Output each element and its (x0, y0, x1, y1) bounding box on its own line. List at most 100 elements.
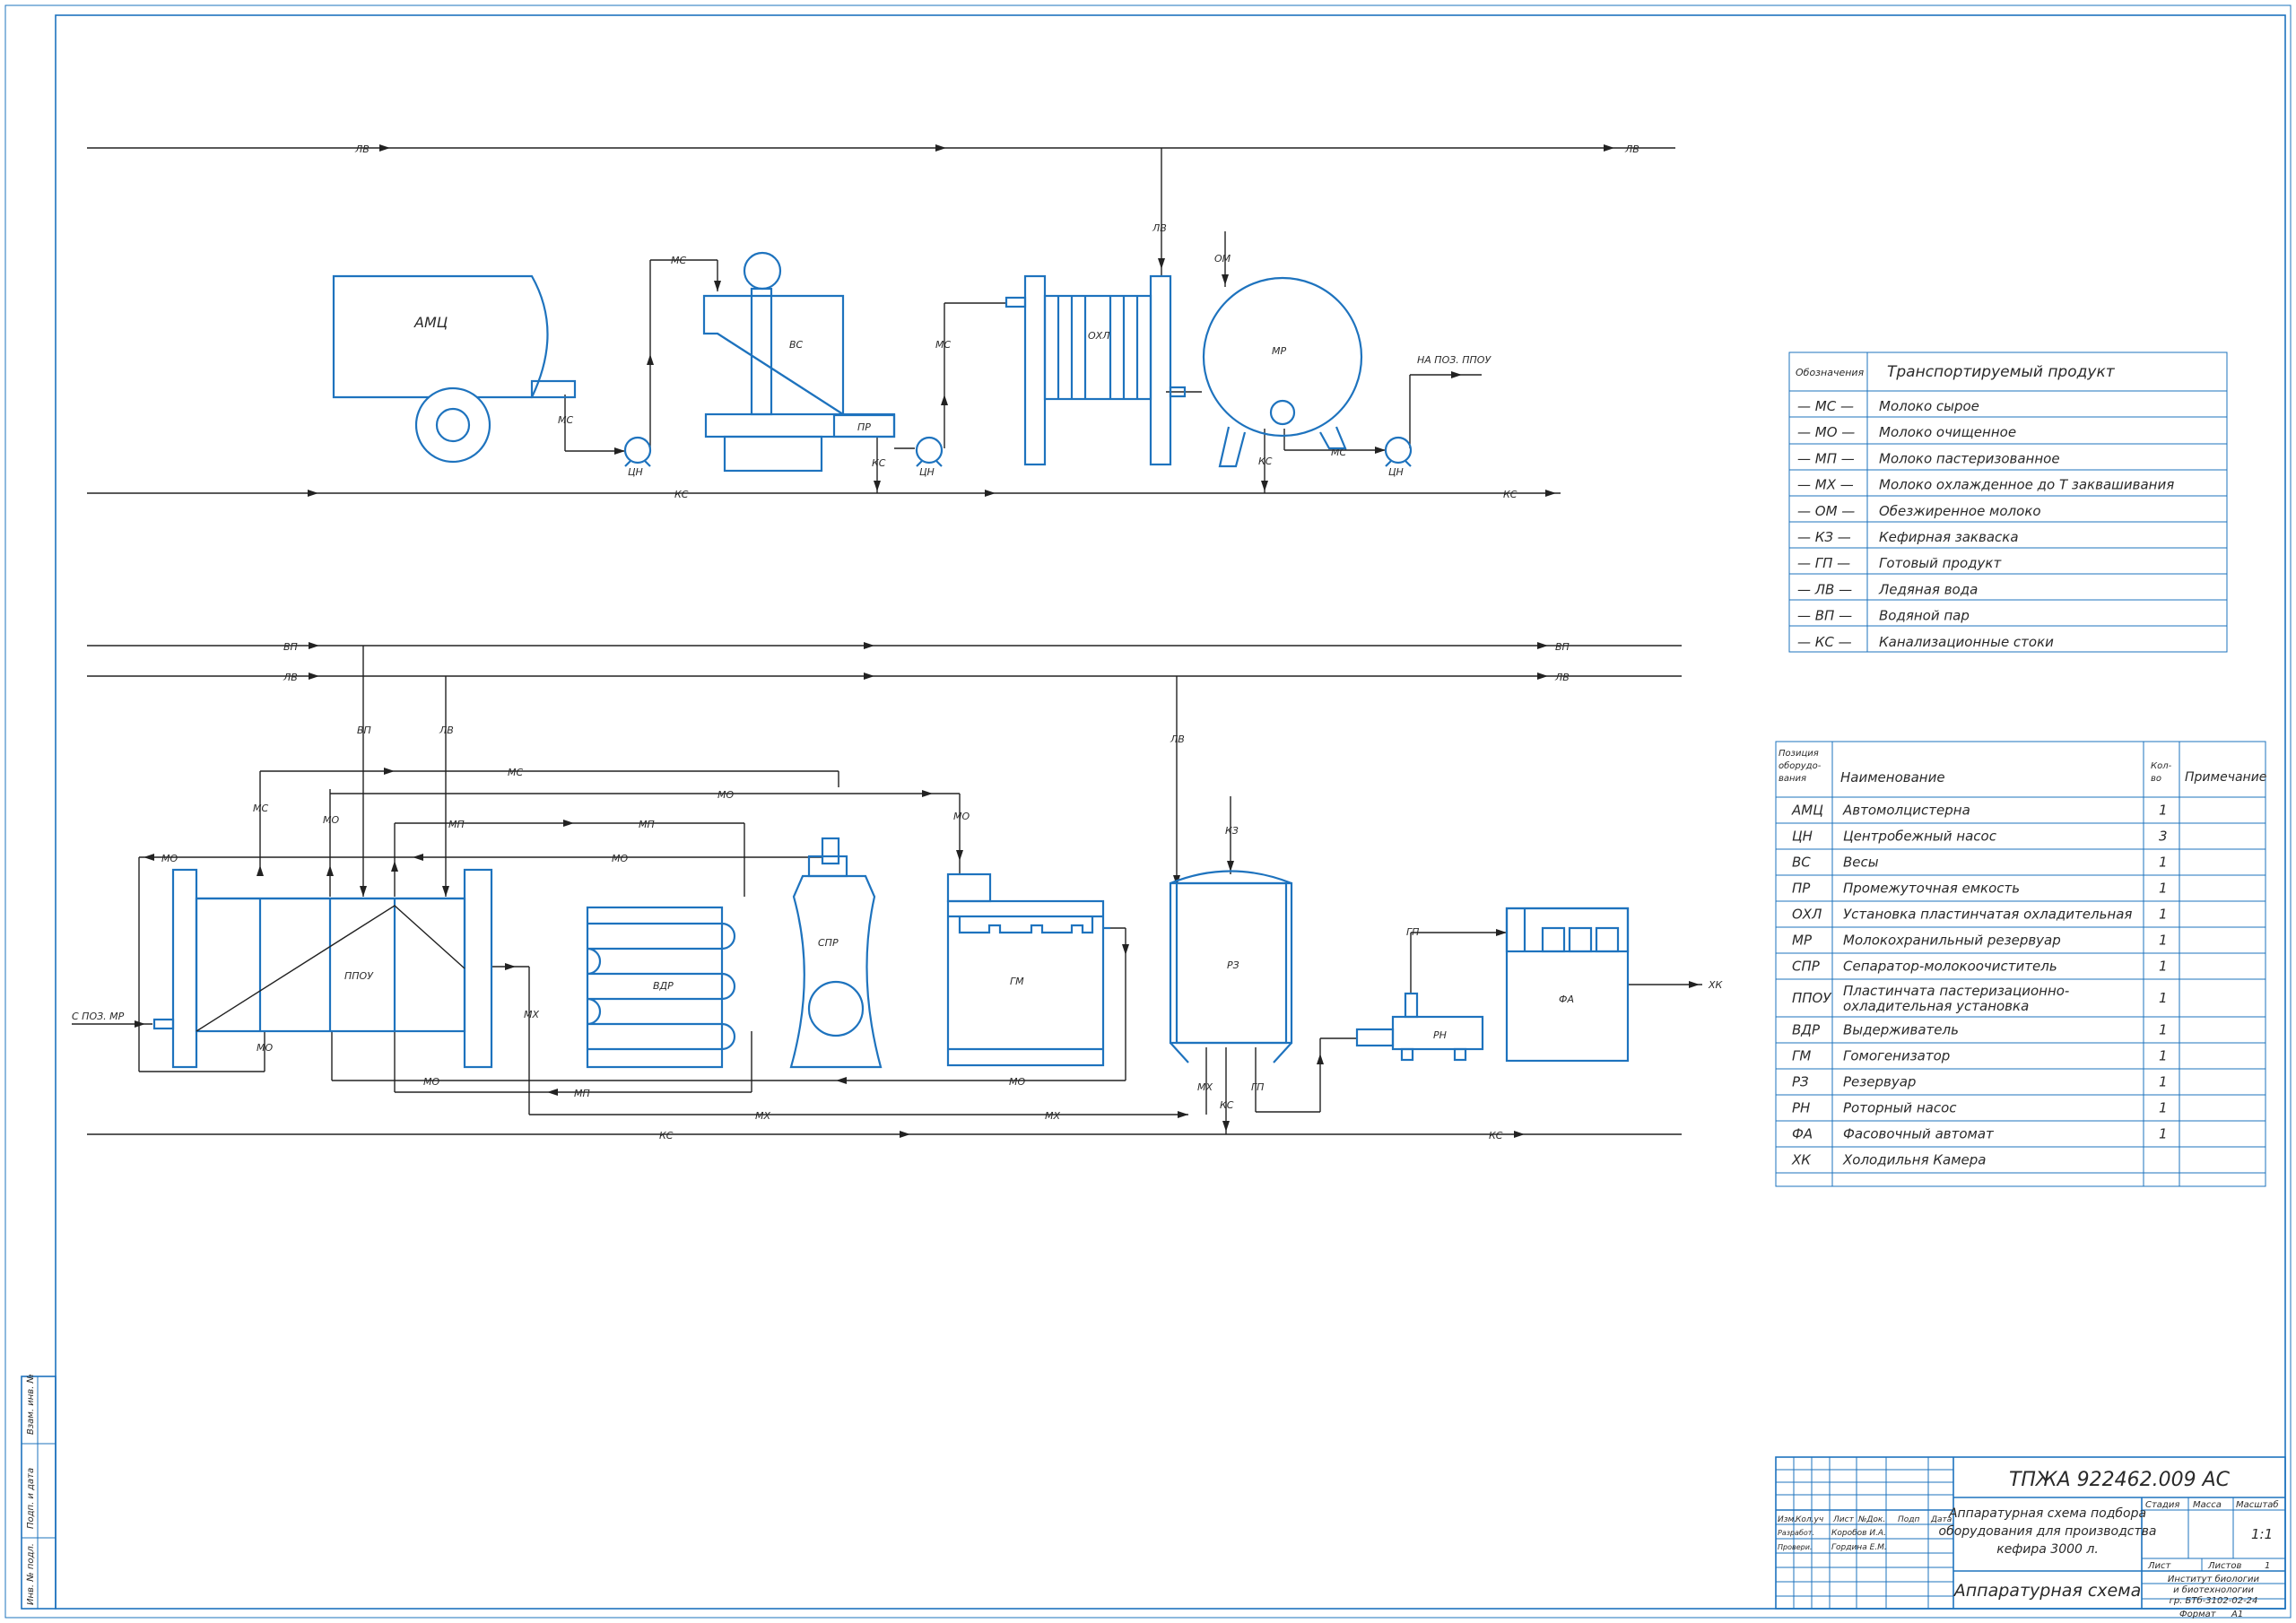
line-label-vp: ВП (1555, 641, 1570, 653)
spec-name: Фасовочный автомат (1843, 1126, 1995, 1142)
spec-pos: ППОУ (1792, 990, 1831, 1006)
legend-name: Молоко сырое (1879, 398, 1979, 414)
fermenter-rz: РЗ (1169, 870, 1293, 1063)
line-label-mp: МП (574, 1088, 590, 1099)
spec-pos: РН (1792, 1100, 1810, 1116)
tb-org: Институт биологии (2168, 1574, 2260, 1584)
spec-header-note: Примечание (2185, 770, 2266, 785)
spec-name: Центробежный насос (1843, 829, 1997, 845)
line-label-vp: ВП (283, 641, 298, 653)
tb-scale: 1:1 (2251, 1526, 2273, 1542)
line-label-ms: МС (1331, 447, 1346, 458)
separator-spr: СПР (789, 837, 883, 1069)
tb-sheets: Листов (2207, 1561, 2241, 1571)
pump-cn-2: ЦН (915, 436, 944, 478)
line-label-gp: ГП (1251, 1081, 1264, 1093)
spec-qty: 1 (2159, 881, 2168, 897)
line-label-gp: ГП (1406, 926, 1419, 938)
tb-mass: Масса (2193, 1500, 2222, 1510)
legend-name: Кефирная закваска (1879, 529, 2019, 545)
line-label-mh: МХ (1197, 1081, 1213, 1093)
line-label-ms: МС (671, 255, 686, 266)
line-label-mh: МХ (524, 1009, 539, 1020)
line-label-mh: МХ (755, 1110, 770, 1122)
spec-name: Выдерживатель (1843, 1022, 1959, 1038)
line-label-mp: МП (639, 819, 655, 830)
spec-pos: ЦН (1792, 829, 1813, 845)
spec-pos: РЗ (1792, 1074, 1809, 1090)
spec-name: Гомогенизатор (1843, 1048, 1950, 1064)
line-label-mo: МО (953, 811, 970, 822)
side-label: Инв. № подл. (26, 1543, 36, 1605)
line-label-lv: ЛВ (1170, 733, 1185, 745)
legend-name: Молоко охлажденное до Т заквашивания (1879, 477, 2174, 493)
label-rn: РН (1433, 1029, 1447, 1041)
spec-qty: 1 (2159, 959, 2168, 975)
note-from-mr: С ПОЗ. МР (72, 1011, 125, 1022)
pump-cn-3: ЦН (1384, 436, 1413, 478)
side-label: Подп. и дата (26, 1468, 36, 1529)
spec-header-pos: Позиция (1779, 749, 1819, 759)
spec-qty: 3 (2159, 829, 2168, 845)
spec-name: Весы (1843, 855, 1879, 871)
homogenizer-gm: ГМ (946, 872, 1110, 1067)
line-label-lv: ЛВ (1152, 222, 1167, 234)
spec-name: Роторный насос (1843, 1100, 1957, 1116)
legend-table: Обозначения Транспортируемый продукт — М… (1788, 352, 2228, 653)
label-mr: МР (1272, 345, 1286, 357)
spec-qty: 1 (2159, 1126, 2168, 1142)
holder-vdr: ВДР (586, 906, 736, 1069)
top-process-lines: ЛВ ЛВ КС КС ЛВ ОМ МС МС КС МС КС (87, 143, 1675, 500)
line-label-ks: КС (1489, 1130, 1503, 1141)
line-label-mo: МО (1009, 1076, 1025, 1088)
legend-code: — ГП — (1797, 555, 1850, 571)
spec-qty: 1 (2159, 1100, 2168, 1116)
tb-sheets-count: 1 (2265, 1561, 2270, 1571)
side-label: Взам. инв. № (26, 1374, 36, 1435)
line-label-kz: КЗ (1225, 825, 1239, 837)
spec-name: Промежуточная емкость (1843, 881, 2020, 897)
spec-name: Молокохранильный резервуар (1843, 933, 2061, 949)
spec-pos: АМЦ (1791, 803, 1823, 819)
legend-code: — МС — (1797, 398, 1854, 414)
spec-table: Позиция оборудо- вания Наименование Кол-… (1775, 741, 2266, 1187)
side-strip: Инв. № подл. Подп. и дата Взам. инв. № (21, 1374, 57, 1610)
title-block: Изм. Кол.уч Лист №Док. Подп Дата Разрабо… (1775, 1456, 2286, 1619)
spec-qty: 1 (2159, 803, 2168, 819)
spec-qty: 1 (2159, 933, 2168, 949)
line-label-ms: МС (558, 414, 573, 426)
line-label-ks: КС (659, 1130, 674, 1141)
scale-vs: ВС ПР (702, 251, 896, 473)
legend-code: — КЗ — (1797, 529, 1851, 545)
spec-pos: ОХЛ (1792, 907, 1822, 923)
legend-name: Водяной пар (1879, 608, 1970, 624)
tb-hdr: №Док. (1857, 1515, 1885, 1524)
tb-title: кефира 3000 л. (1996, 1542, 2099, 1557)
spec-qty: 1 (2159, 1022, 2168, 1038)
label-cn: ЦН (1388, 466, 1404, 478)
spec-qty: 1 (2159, 855, 2168, 871)
line-label-mo: МО (323, 814, 339, 826)
legend-header-product: Транспортируемый продукт (1887, 363, 2116, 381)
label-hk: ХК (1708, 979, 1724, 991)
label-rz: РЗ (1227, 959, 1239, 971)
line-label-ms: МС (935, 339, 951, 351)
line-label-lv: ЛВ (1554, 672, 1570, 683)
spec-name: Установка пластинчатая охладительная (1843, 907, 2132, 923)
line-label-ks: КС (1220, 1099, 1234, 1111)
tb-hdr: Подп (1898, 1515, 1919, 1524)
spec-name: Пластинчата пастеризационно- (1843, 983, 2069, 999)
inner-frame (55, 14, 2286, 1610)
tb-chk-name: Гордина Е.М. (1831, 1543, 1887, 1552)
legend-name: Обезжиренное молоко (1879, 503, 2041, 519)
tb-org: и биотехнологии (2173, 1584, 2254, 1595)
line-label-ms: МС (508, 767, 523, 778)
line-label-mh: МХ (1045, 1110, 1060, 1122)
tb-scale-label: Масштаб (2236, 1499, 2279, 1510)
legend-name: Готовый продукт (1879, 555, 2002, 571)
tb-org: гр. БТб-3102-02-24 (2170, 1595, 2258, 1606)
spec-header-pos: оборудо- (1779, 760, 1822, 771)
line-label-om: ОМ (1214, 253, 1231, 265)
tb-hdr: Кол.уч (1796, 1515, 1823, 1524)
tb-hdr: Изм. (1778, 1515, 1796, 1524)
